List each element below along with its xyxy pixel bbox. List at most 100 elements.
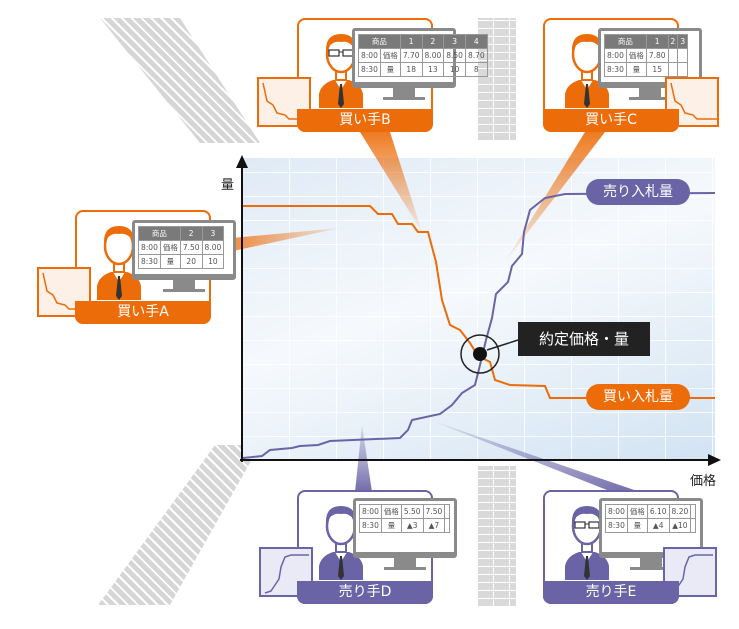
table-cell: 量: [159, 254, 181, 269]
table-cell: 15: [645, 62, 669, 77]
table-header-cell: 2: [667, 34, 679, 49]
table-cell: [667, 48, 679, 63]
y-axis-arrow: [236, 155, 248, 168]
person-icon: [319, 506, 363, 580]
equilibrium-point: [473, 347, 487, 361]
x-axis-label: 価格: [690, 474, 717, 489]
table-header-cell: 3: [443, 34, 466, 49]
table-cell: [690, 504, 697, 519]
table-cell: [677, 62, 689, 77]
table-cell: ▲10: [668, 518, 692, 533]
beam-seller-d: [355, 425, 372, 492]
x-axis-arrow: [708, 454, 721, 466]
person-icon: [565, 506, 609, 580]
table-cell: 8: [464, 62, 488, 77]
participant-name: 買い手B: [297, 109, 433, 132]
equilibrium-label: 約定価格・量: [518, 322, 650, 356]
table-cell: 18: [399, 62, 423, 77]
table-cell: 8.00: [421, 48, 445, 63]
wall-bottom-center: [478, 466, 516, 606]
table-cell: 20: [179, 254, 203, 269]
beam-seller-e: [430, 420, 640, 492]
table-cell: ▲3: [400, 518, 424, 533]
table-header-cell: 商品: [138, 226, 181, 241]
table-cell: 6.10: [646, 504, 670, 519]
table-cell: 8.50: [443, 48, 466, 63]
table-header-cell: 2: [179, 226, 203, 241]
table-cell: 10: [201, 254, 225, 269]
table-cell: 5.50: [400, 504, 424, 519]
table-header-cell: 2: [421, 34, 445, 49]
table-cell: [677, 48, 689, 63]
sell-volume-label: 売り入札量: [586, 179, 690, 205]
table-cell: ▲7: [422, 518, 446, 533]
table-cell: 8.20: [668, 504, 692, 519]
participant-name: 売り手D: [297, 581, 433, 604]
equilibrium-pointer: [486, 339, 519, 351]
table-cell: 価格: [625, 48, 647, 63]
table-cell: 8:30: [359, 518, 382, 533]
table-cell: 価格: [379, 48, 401, 63]
table-cell: 価格: [159, 240, 181, 255]
table-cell: 8:00: [605, 504, 628, 519]
table-cell: [690, 518, 697, 533]
table-header-cell: 3: [201, 226, 225, 241]
table-cell: 8:00: [138, 240, 161, 255]
person-icon: [97, 226, 141, 300]
equilibrium-ring: [460, 334, 500, 374]
table-cell: 8:30: [604, 62, 627, 77]
mini-chart: [37, 267, 91, 317]
table-cell: 価格: [380, 504, 402, 519]
buy-volume-label: 買い入札量: [586, 384, 690, 410]
table-cell: 8:30: [358, 62, 381, 77]
participant-name: 買い手C: [543, 109, 679, 132]
table-cell: 量: [379, 62, 401, 77]
table-cell: 価格: [626, 504, 648, 519]
table-cell: 8:30: [138, 254, 161, 269]
table-cell: 7.50: [422, 504, 446, 519]
table-cell: [444, 518, 451, 533]
buy-curve: [243, 205, 715, 399]
table-header-cell: 3: [677, 34, 689, 49]
table-cell: 13: [421, 62, 445, 77]
beam-buyer-b: [360, 132, 422, 232]
table-cell: ▲4: [646, 518, 670, 533]
table-header-cell: 1: [399, 34, 423, 49]
table-header-cell: 1: [645, 34, 669, 49]
y-axis-label: 量: [221, 178, 235, 193]
table-header-cell: 商品: [604, 34, 647, 49]
table-cell: 量: [380, 518, 402, 533]
table-cell: 8:00: [604, 48, 627, 63]
table-header-cell: 商品: [358, 34, 401, 49]
table-header-cell: 4: [464, 34, 488, 49]
table-cell: 7.50: [179, 240, 203, 255]
table-cell: 量: [626, 518, 648, 533]
table-cell: [444, 504, 451, 519]
participant-name: 買い手A: [75, 301, 211, 324]
